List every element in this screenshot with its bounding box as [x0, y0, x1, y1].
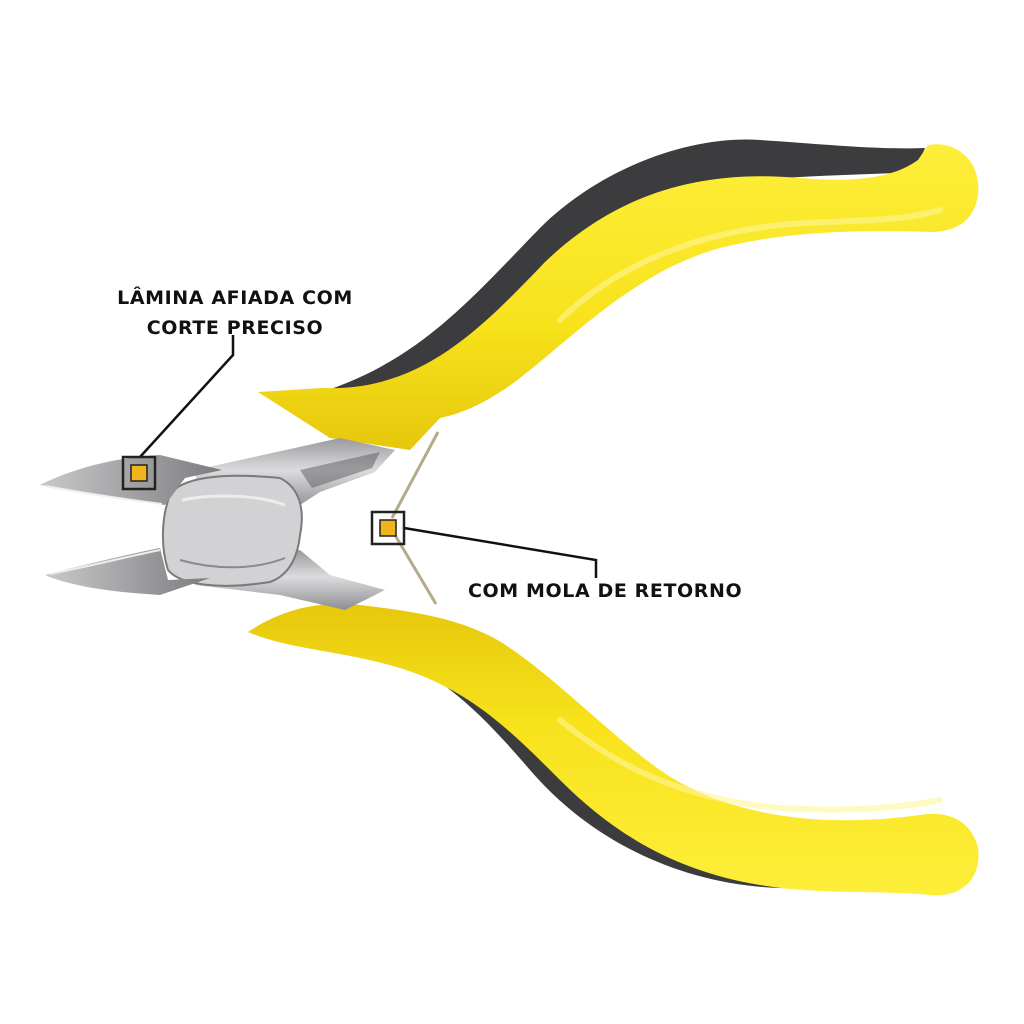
spring-marker-frame [370, 510, 406, 546]
pivot-block [161, 474, 303, 587]
blade-callout-label: LÂMINA AFIADA COM CORTE PRECISO [115, 283, 355, 343]
spring-callout-label: COM MOLA DE RETORNO [468, 580, 743, 602]
blade-callout [121, 335, 235, 491]
pliers-head [40, 438, 395, 610]
spring-marker-icon [379, 519, 397, 537]
upper-handle [258, 139, 979, 450]
blade-callout-line2: CORTE PRECISO [146, 317, 324, 339]
spring-callout-line [403, 526, 598, 578]
spring-callout [370, 510, 598, 578]
lower-handle-yellow [248, 603, 979, 896]
blade-callout-line [139, 335, 235, 458]
return-spring [390, 431, 440, 605]
lower-handle [248, 603, 979, 896]
blade-marker-frame [121, 455, 157, 491]
lower-handle-highlight [557, 717, 943, 813]
lower-blade [45, 548, 210, 595]
blade-callout-line1: LÂMINA AFIADA COM [117, 287, 353, 309]
blade-marker-icon [130, 464, 148, 482]
upper-handle-highlight [557, 207, 943, 323]
spring-wire-upper [390, 431, 440, 519]
spring-wire-lower [390, 529, 438, 605]
